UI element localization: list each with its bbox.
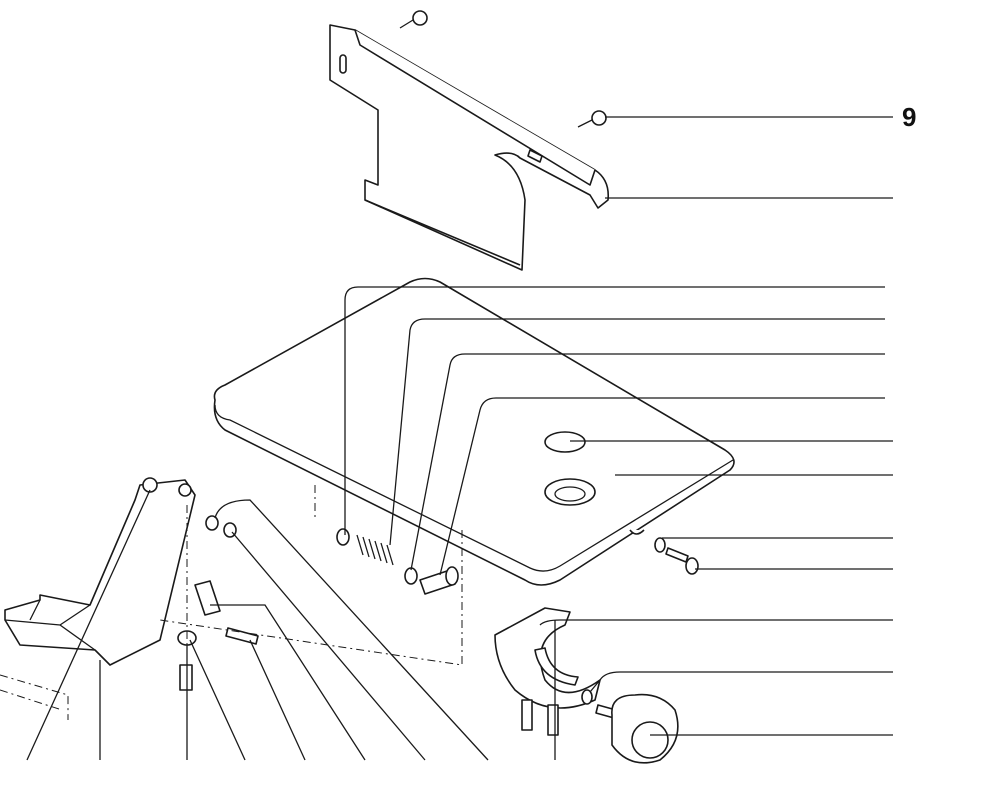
top-guard-part xyxy=(329,24,610,271)
assembly-centerlines xyxy=(0,485,463,760)
left-bracket-part xyxy=(4,477,259,691)
screw-part xyxy=(399,10,607,128)
quadrant-bracket-part xyxy=(494,607,679,764)
spring-part xyxy=(336,528,699,595)
leader-lines xyxy=(26,116,893,761)
callout-label-9: 9 xyxy=(902,102,917,132)
